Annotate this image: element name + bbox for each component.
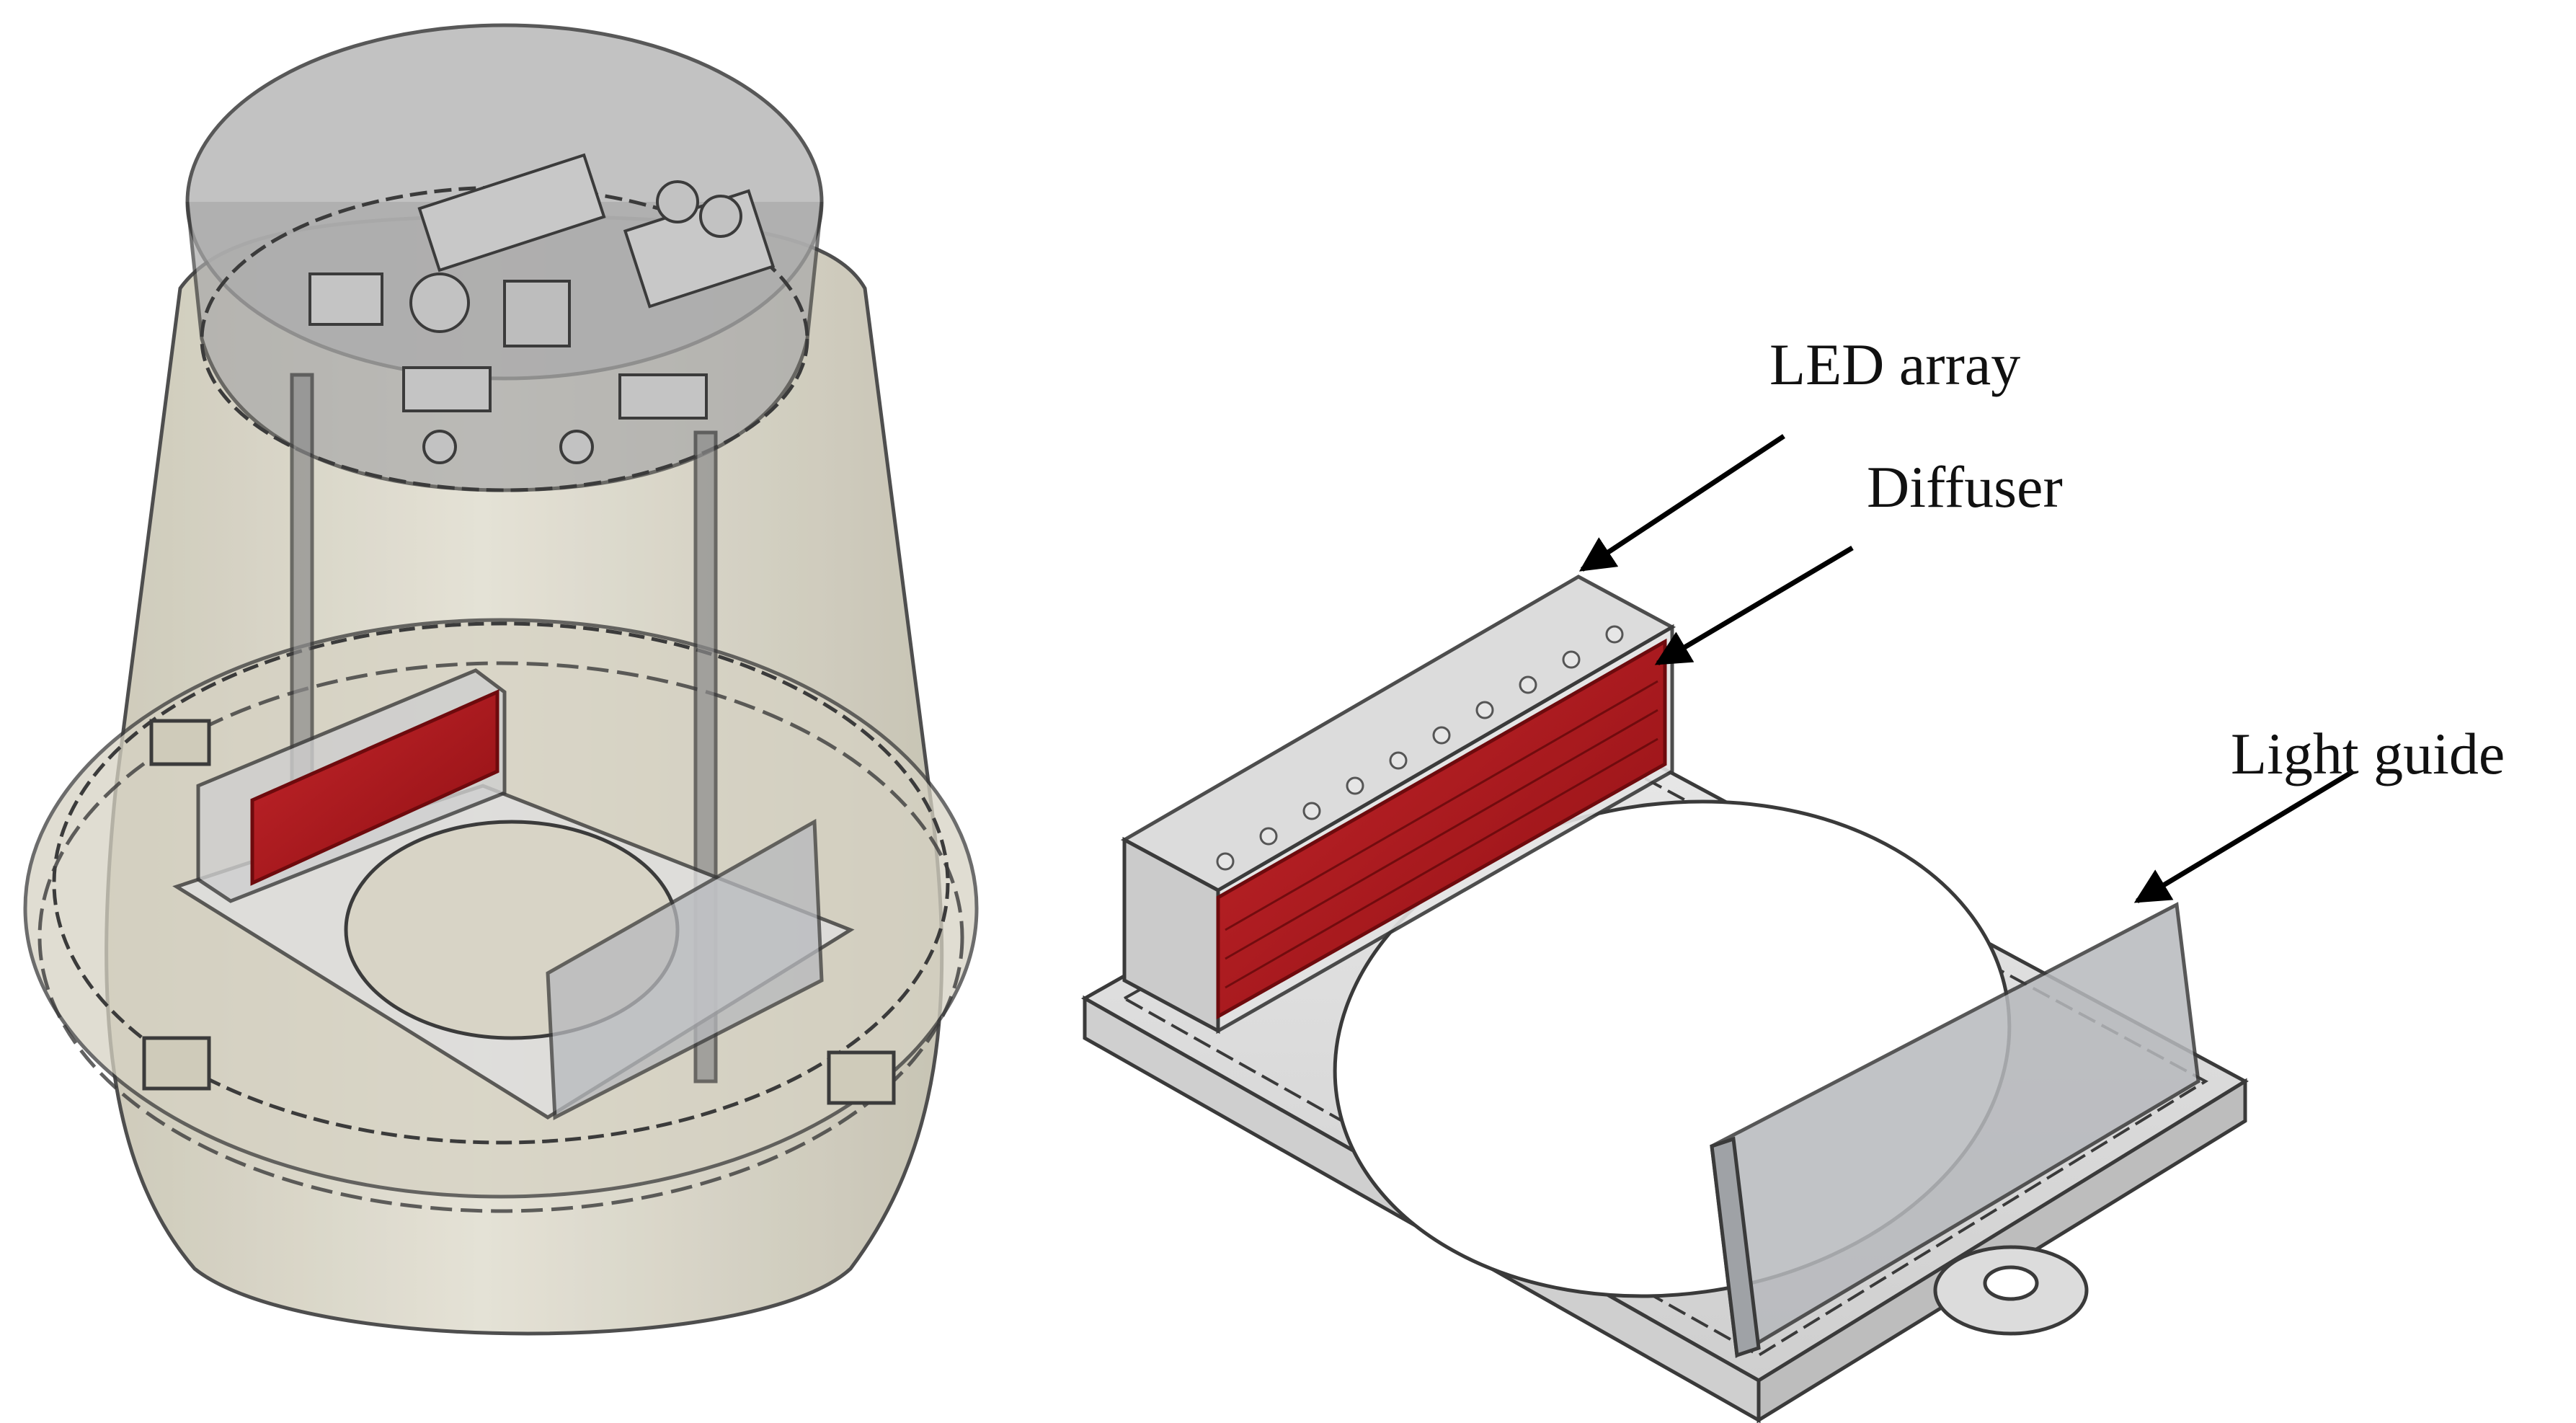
optical-module — [1080, 575, 2249, 1423]
lid-rim — [200, 185, 809, 492]
housing-assembly — [23, 23, 979, 1336]
led-dots — [1216, 625, 1624, 871]
inner-diffuser — [250, 689, 499, 886]
label-led-array: LED array — [1769, 332, 2021, 397]
housing-flange-lip — [37, 661, 964, 1213]
diffuser-lines — [1225, 680, 1658, 989]
inner-light-guide — [546, 818, 824, 1120]
pcb-components — [308, 153, 776, 464]
housing-tab-right — [827, 1050, 896, 1105]
light-guide-edge — [1710, 1136, 1761, 1358]
housing-flange-inner — [52, 621, 950, 1145]
label-light-guide: Light guide — [2231, 721, 2505, 786]
label-diffuser: Diffuser — [1867, 454, 2063, 520]
arrow-diffuser — [1654, 545, 1854, 666]
mounting-hole — [1983, 1265, 2039, 1301]
diffuser-panel — [1216, 638, 1667, 1020]
housing-tab-back — [149, 719, 211, 766]
callout-arrows — [1578, 434, 2355, 904]
arrow-led-array — [1578, 434, 1785, 572]
arrow-light-guide — [2133, 768, 2355, 904]
housing-tab-left — [142, 1036, 211, 1091]
